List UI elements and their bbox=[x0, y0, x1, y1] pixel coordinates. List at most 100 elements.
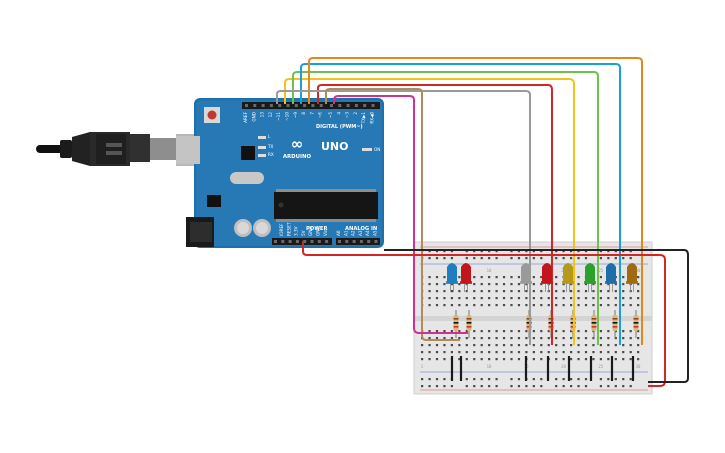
breadboard-hole[interactable] bbox=[577, 344, 580, 347]
wire-orange[interactable] bbox=[308, 57, 643, 345]
breadboard-hole[interactable] bbox=[607, 337, 610, 340]
breadboard-hole[interactable] bbox=[607, 378, 610, 381]
breadboard-hole[interactable] bbox=[428, 344, 431, 347]
breadboard-hole[interactable] bbox=[584, 290, 588, 293]
breadboard-hole[interactable] bbox=[614, 290, 617, 293]
breadboard-hole[interactable] bbox=[502, 283, 506, 286]
breadboard-hole[interactable] bbox=[421, 378, 424, 381]
breadboard-hole[interactable] bbox=[458, 344, 461, 347]
digital-pin[interactable] bbox=[311, 104, 315, 107]
breadboard-hole[interactable] bbox=[607, 358, 610, 361]
breadboard-hole[interactable] bbox=[599, 358, 602, 361]
breadboard-hole[interactable] bbox=[555, 250, 558, 253]
breadboard-hole[interactable] bbox=[495, 330, 498, 333]
breadboard-hole[interactable] bbox=[555, 297, 558, 300]
breadboard-hole[interactable] bbox=[421, 344, 424, 347]
breadboard-hole[interactable] bbox=[517, 304, 521, 307]
digital-pin[interactable] bbox=[245, 104, 248, 107]
power-pin[interactable] bbox=[295, 240, 299, 243]
digital-pin[interactable] bbox=[286, 104, 290, 107]
breadboard-hole[interactable] bbox=[570, 297, 573, 300]
breadboard-hole[interactable] bbox=[428, 378, 431, 381]
breadboard-hole[interactable] bbox=[510, 344, 513, 347]
breadboard-hole[interactable] bbox=[562, 337, 565, 340]
breadboard-hole[interactable] bbox=[540, 330, 543, 333]
breadboard-hole[interactable] bbox=[614, 330, 617, 333]
breadboard-hole[interactable] bbox=[502, 330, 506, 333]
breadboard-hole[interactable] bbox=[540, 351, 543, 354]
wire-yellow[interactable] bbox=[284, 78, 575, 345]
resistor[interactable] bbox=[591, 310, 597, 338]
breadboard-hole[interactable] bbox=[540, 276, 543, 279]
breadboard-hole[interactable] bbox=[532, 385, 535, 388]
breadboard-hole[interactable] bbox=[622, 337, 625, 340]
breadboard-hole[interactable] bbox=[421, 385, 424, 388]
resistor[interactable] bbox=[633, 310, 639, 338]
breadboard-hole[interactable] bbox=[473, 297, 476, 300]
wire-blue[interactable] bbox=[300, 63, 621, 345]
power-pin[interactable] bbox=[325, 240, 329, 243]
breadboard-hole[interactable] bbox=[488, 283, 491, 286]
breadboard-hole[interactable] bbox=[599, 378, 602, 381]
breadboard-hole[interactable] bbox=[510, 351, 513, 354]
breadboard-hole[interactable] bbox=[510, 304, 513, 307]
breadboard-hole[interactable] bbox=[629, 297, 632, 300]
breadboard-hole[interactable] bbox=[488, 385, 491, 388]
breadboard-hole[interactable] bbox=[525, 351, 528, 354]
breadboard-hole[interactable] bbox=[517, 351, 521, 354]
breadboard-hole[interactable] bbox=[488, 358, 491, 361]
breadboard-hole[interactable] bbox=[577, 304, 580, 307]
breadboard-hole[interactable] bbox=[562, 385, 565, 388]
breadboard-hole[interactable] bbox=[592, 283, 595, 286]
breadboard-hole[interactable] bbox=[480, 351, 483, 354]
breadboard-hole[interactable] bbox=[562, 250, 565, 253]
digital-pin[interactable] bbox=[319, 104, 323, 107]
breadboard-hole[interactable] bbox=[502, 351, 506, 354]
analog-pin[interactable] bbox=[367, 240, 371, 243]
breadboard-hole[interactable] bbox=[525, 344, 528, 347]
breadboard-hole[interactable] bbox=[443, 297, 446, 300]
breadboard-hole[interactable] bbox=[510, 283, 513, 286]
breadboard-hole[interactable] bbox=[584, 250, 588, 253]
breadboard-hole[interactable] bbox=[488, 297, 491, 300]
breadboard-hole[interactable] bbox=[488, 250, 491, 253]
breadboard-hole[interactable] bbox=[488, 351, 491, 354]
breadboard-hole[interactable] bbox=[443, 344, 446, 347]
breadboard-hole[interactable] bbox=[435, 276, 439, 279]
breadboard-hole[interactable] bbox=[532, 283, 535, 286]
breadboard-hole[interactable] bbox=[562, 358, 565, 361]
breadboard-hole[interactable] bbox=[510, 290, 513, 293]
breadboard-hole[interactable] bbox=[435, 385, 439, 388]
wire-green[interactable] bbox=[292, 71, 599, 345]
breadboard-hole[interactable] bbox=[637, 337, 640, 340]
breadboard-hole[interactable] bbox=[488, 330, 491, 333]
breadboard-hole[interactable] bbox=[584, 385, 588, 388]
breadboard-hole[interactable] bbox=[480, 337, 483, 340]
breadboard-hole[interactable] bbox=[629, 351, 632, 354]
breadboard-hole[interactable] bbox=[488, 290, 491, 293]
breadboard-hole[interactable] bbox=[570, 250, 573, 253]
breadboard-hole[interactable] bbox=[473, 358, 476, 361]
breadboard-hole[interactable] bbox=[629, 250, 632, 253]
breadboard-hole[interactable] bbox=[547, 304, 550, 307]
breadboard-hole[interactable] bbox=[450, 330, 453, 333]
breadboard-hole[interactable] bbox=[473, 283, 476, 286]
power-pin[interactable] bbox=[274, 240, 277, 243]
breadboard-hole[interactable] bbox=[570, 378, 573, 381]
analog-pin[interactable] bbox=[359, 240, 363, 243]
breadboard-hole[interactable] bbox=[488, 276, 491, 279]
breadboard-hole[interactable] bbox=[465, 337, 468, 340]
breadboard-hole[interactable] bbox=[555, 304, 558, 307]
breadboard-hole[interactable] bbox=[517, 330, 521, 333]
breadboard-hole[interactable] bbox=[473, 378, 476, 381]
breadboard-hole[interactable] bbox=[495, 385, 498, 388]
breadboard-hole[interactable] bbox=[480, 250, 483, 253]
breadboard-hole[interactable] bbox=[614, 304, 617, 307]
breadboard-hole[interactable] bbox=[592, 351, 595, 354]
breadboard-hole[interactable] bbox=[555, 276, 558, 279]
breadboard-hole[interactable] bbox=[622, 290, 625, 293]
breadboard-hole[interactable] bbox=[555, 385, 558, 388]
breadboard-hole[interactable] bbox=[450, 385, 453, 388]
breadboard-hole[interactable] bbox=[435, 290, 439, 293]
breadboard-hole[interactable] bbox=[495, 351, 498, 354]
